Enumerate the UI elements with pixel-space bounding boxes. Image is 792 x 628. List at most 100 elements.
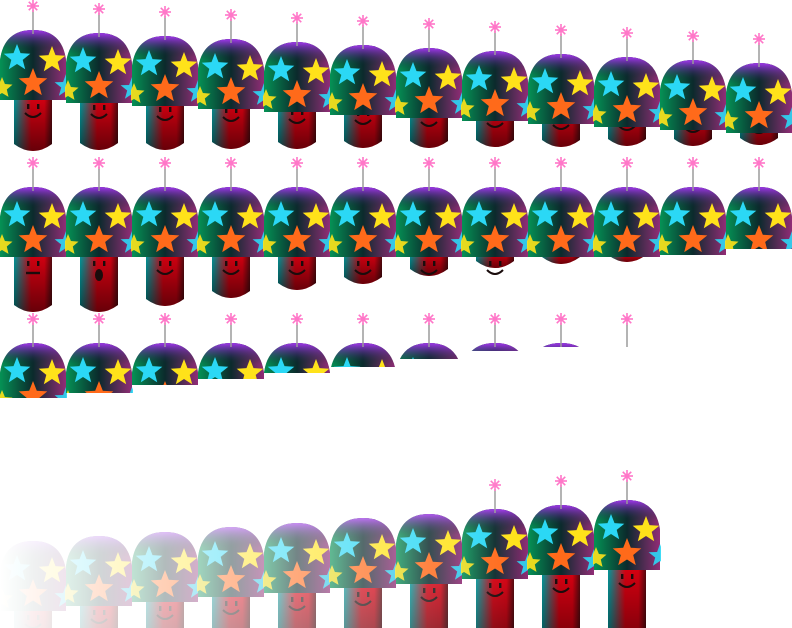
sprite-face — [156, 107, 174, 121]
sprite-cap — [725, 63, 792, 133]
sprite-cap — [593, 500, 661, 570]
sprite-cap — [65, 187, 133, 257]
pink-spark-icon — [225, 9, 237, 21]
pink-spark-icon — [93, 313, 105, 325]
mushroom-sprite-frame — [131, 6, 199, 150]
mushroom-sprite-frame — [593, 470, 661, 628]
pink-spark-icon — [93, 157, 105, 169]
sprite-cap — [593, 187, 661, 257]
sprite-face — [156, 261, 174, 275]
pink-spark-icon — [687, 30, 699, 42]
mushroom-sprite-frame — [593, 157, 661, 262]
sprite-cap — [264, 343, 330, 373]
mushroom-sprite-frame — [621, 313, 633, 347]
sprite-face — [24, 104, 42, 118]
mushroom-sprite-frame — [0, 157, 67, 312]
mushroom-sprite-frame — [132, 313, 198, 385]
sprite-face — [288, 261, 306, 275]
pink-spark-icon — [357, 15, 369, 27]
pink-spark-icon — [291, 313, 303, 325]
sprite-cap — [659, 187, 727, 255]
sprite-cap — [395, 48, 463, 118]
sprite-cap — [329, 187, 397, 257]
mushroom-sprite-frame — [197, 157, 265, 298]
pink-spark-icon — [159, 6, 171, 18]
sprite-cap — [66, 343, 133, 393]
sprite-cap — [263, 42, 331, 112]
sprite-cap — [0, 343, 67, 398]
sprite-cap — [65, 33, 133, 103]
sprite-cap — [0, 187, 67, 257]
pink-spark-icon — [621, 470, 633, 482]
sprite-stem — [212, 98, 250, 149]
mushroom-sprite-frame — [329, 15, 397, 148]
sprite-stem — [278, 251, 316, 290]
pink-spark-icon — [489, 157, 501, 169]
mushroom-sprite-frame — [527, 24, 595, 147]
pink-spark-icon — [93, 3, 105, 15]
mushroom-sprite-frame — [395, 18, 463, 148]
pink-spark-icon — [291, 12, 303, 24]
pink-spark-icon — [753, 33, 765, 45]
sprite-stem — [14, 94, 52, 151]
sprite-face — [552, 579, 570, 593]
sprite-face — [618, 574, 636, 588]
pink-spark-icon — [159, 157, 171, 169]
sprite-cap — [461, 187, 529, 257]
sprite-cap — [543, 343, 579, 347]
fade-overlay — [0, 470, 520, 628]
pink-spark-icon — [423, 18, 435, 30]
mushroom-sprite-frame — [331, 313, 395, 367]
sprite-face — [90, 105, 108, 119]
pink-spark-icon — [555, 313, 567, 325]
mushroom-sprite-frame — [725, 157, 792, 249]
pink-spark-icon — [423, 157, 435, 169]
mushroom-sprite-frame — [527, 475, 595, 628]
sprite-stem — [344, 251, 382, 284]
pink-spark-icon — [555, 157, 567, 169]
sprite-cap — [197, 39, 265, 109]
sprite-stem — [146, 251, 184, 306]
sprite-cap — [197, 187, 265, 257]
sprite-face — [26, 261, 40, 275]
mushroom-sprite-frame — [263, 157, 331, 290]
sprite-cap — [725, 187, 792, 249]
sprite-cap — [471, 343, 519, 351]
sprite-cap — [659, 60, 727, 130]
mushroom-sprite-frame — [65, 3, 133, 150]
sprite-face — [222, 108, 240, 122]
sprite-cap — [593, 57, 661, 127]
mushroom-sprite-frame — [543, 313, 579, 347]
mushroom-sprite-frame — [395, 157, 463, 276]
pink-spark-icon — [27, 157, 39, 169]
pink-spark-icon — [621, 157, 633, 169]
sprite-cap — [132, 343, 198, 385]
sprite-cap — [400, 343, 458, 359]
mushroom-sprite-frame — [131, 157, 199, 306]
pink-spark-icon — [687, 157, 699, 169]
pink-spark-icon — [225, 157, 237, 169]
sprite-stem — [14, 251, 52, 312]
sprite-cap — [263, 187, 331, 257]
sprite-cap — [329, 45, 397, 115]
mushroom-sprite-frame — [400, 313, 458, 359]
pink-spark-icon — [489, 21, 501, 33]
mushroom-sprite-frame — [0, 313, 67, 398]
mushroom-sprite-frame — [0, 0, 67, 151]
mushroom-sprite-frame — [263, 12, 331, 149]
mushroom-sprite-frame — [198, 313, 264, 379]
pink-spark-icon — [357, 313, 369, 325]
mushroom-sprite-frame — [461, 157, 529, 275]
mushroom-sprite-frame — [725, 33, 792, 145]
mushroom-sprite-frame — [471, 313, 519, 351]
pink-spark-icon — [489, 313, 501, 325]
sprite-face — [93, 261, 106, 281]
mushroom-sprite-frame — [329, 157, 397, 284]
sprite-stem — [410, 251, 448, 276]
sprite-stem — [80, 251, 118, 312]
pink-spark-icon — [621, 27, 633, 39]
sprite-cap — [131, 187, 199, 257]
pink-spark-icon — [555, 475, 567, 487]
sprite-face — [222, 261, 240, 275]
